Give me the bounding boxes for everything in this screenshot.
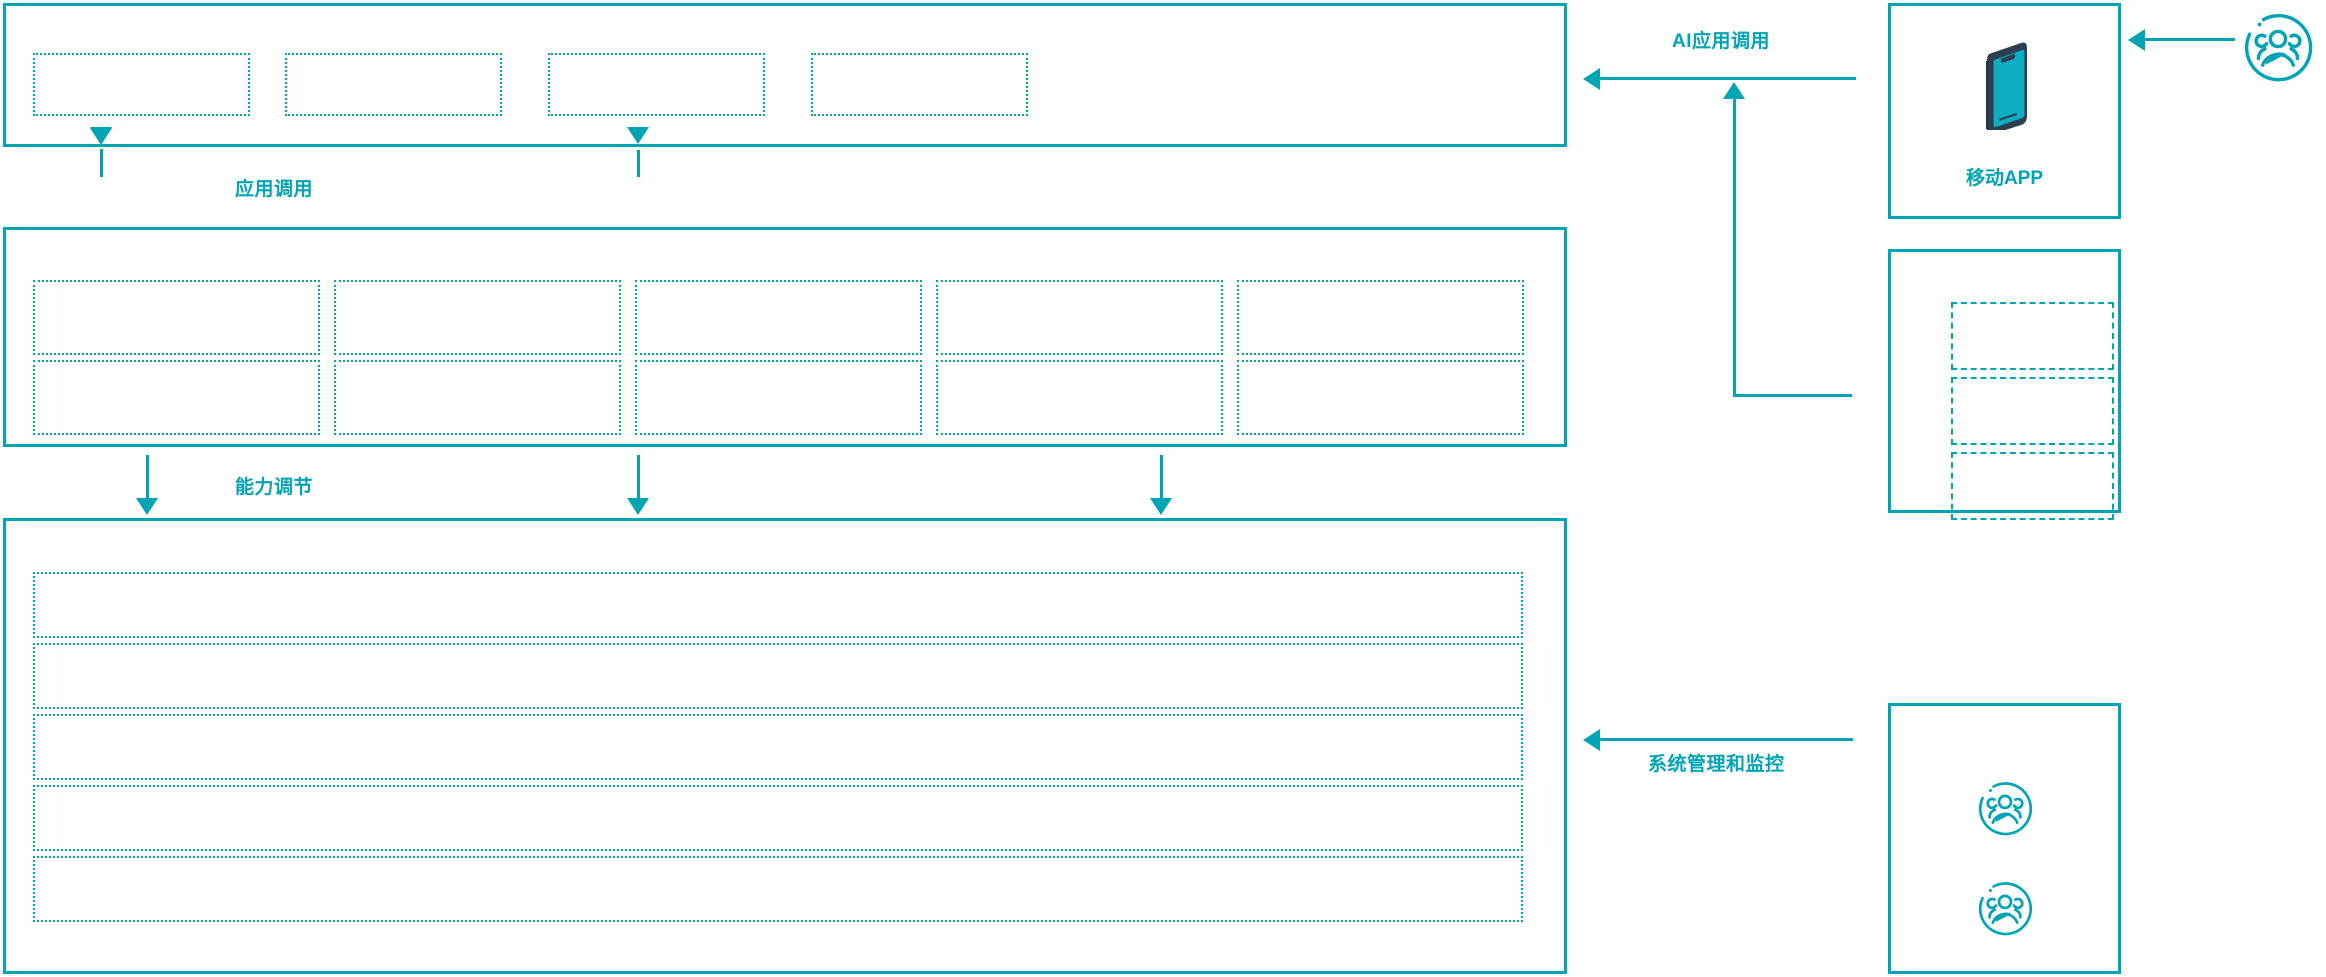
ops-node[interactable]	[1888, 703, 2121, 974]
capability-cell-r1c4[interactable]	[936, 280, 1223, 355]
flow-label-ai-app-invoke: AI应用调用	[1672, 31, 1771, 52]
capability-cell-r1c5[interactable]	[1237, 280, 1524, 355]
ops-user-group-icon-1[interactable]	[1975, 779, 2035, 839]
flow-label-system-admin-monitor: 系统管理和监控	[1648, 754, 1785, 775]
platform-row-5[interactable]	[33, 856, 1523, 922]
end-user-to-app-head	[2128, 29, 2145, 51]
capability-cell-r1c3[interactable]	[635, 280, 922, 355]
app-invoke-head-a	[90, 127, 112, 144]
smartphone-icon	[1975, 38, 2037, 130]
ai-invoke-riser-base	[1733, 394, 1852, 397]
platform-layer-panel	[3, 518, 1567, 974]
ai-invoke-head-left	[1583, 68, 1600, 90]
ai-invoke-riser-head	[1723, 82, 1745, 99]
capability-cell-r1c1[interactable]	[33, 280, 320, 355]
app-invoke-head-b	[627, 127, 649, 144]
application-cell-1[interactable]	[33, 53, 250, 116]
capability-cell-r2c4[interactable]	[936, 360, 1223, 435]
capability-head-c	[1150, 498, 1172, 515]
end-user-group-icon[interactable]	[2240, 10, 2316, 86]
channel-cell-2[interactable]	[1951, 377, 2114, 445]
flow-label-capability-adjust: 能力调节	[235, 477, 314, 498]
capability-head-a	[136, 498, 158, 515]
platform-row-1[interactable]	[33, 572, 1523, 638]
capability-shaft-b	[637, 455, 640, 500]
capability-shaft-c	[1160, 455, 1163, 500]
platform-row-4[interactable]	[33, 785, 1523, 851]
channel-cell-3[interactable]	[1951, 452, 2114, 520]
flow-label-app-invoke: 应用调用	[235, 179, 314, 200]
capability-head-b	[627, 498, 649, 515]
capability-cell-r2c2[interactable]	[334, 360, 621, 435]
platform-row-3[interactable]	[33, 714, 1523, 780]
application-layer-panel	[3, 3, 1567, 147]
app-invoke-shaft-b	[637, 150, 640, 177]
mobile-app-caption: 移动APP	[1965, 168, 2044, 189]
capability-cell-r2c3[interactable]	[635, 360, 922, 435]
sysadmin-head-left	[1583, 729, 1600, 751]
application-cell-2[interactable]	[285, 53, 502, 116]
channel-cell-1[interactable]	[1951, 302, 2114, 370]
capability-cell-r1c2[interactable]	[334, 280, 621, 355]
platform-row-2[interactable]	[33, 643, 1523, 709]
capability-cell-r2c5[interactable]	[1237, 360, 1524, 435]
capability-layer-panel	[3, 227, 1567, 447]
end-user-to-app-line	[2145, 38, 2235, 41]
app-invoke-shaft-a	[100, 150, 103, 177]
ops-user-group-icon-2[interactable]	[1975, 879, 2035, 939]
channel-node[interactable]	[1888, 249, 2121, 513]
ai-invoke-line	[1600, 77, 1856, 80]
capability-cell-r2c1[interactable]	[33, 360, 320, 435]
application-cell-4[interactable]	[811, 53, 1028, 116]
ai-invoke-riser	[1733, 97, 1736, 397]
sysadmin-line	[1600, 738, 1853, 741]
application-cell-3[interactable]	[548, 53, 765, 116]
capability-shaft-a	[146, 455, 149, 500]
